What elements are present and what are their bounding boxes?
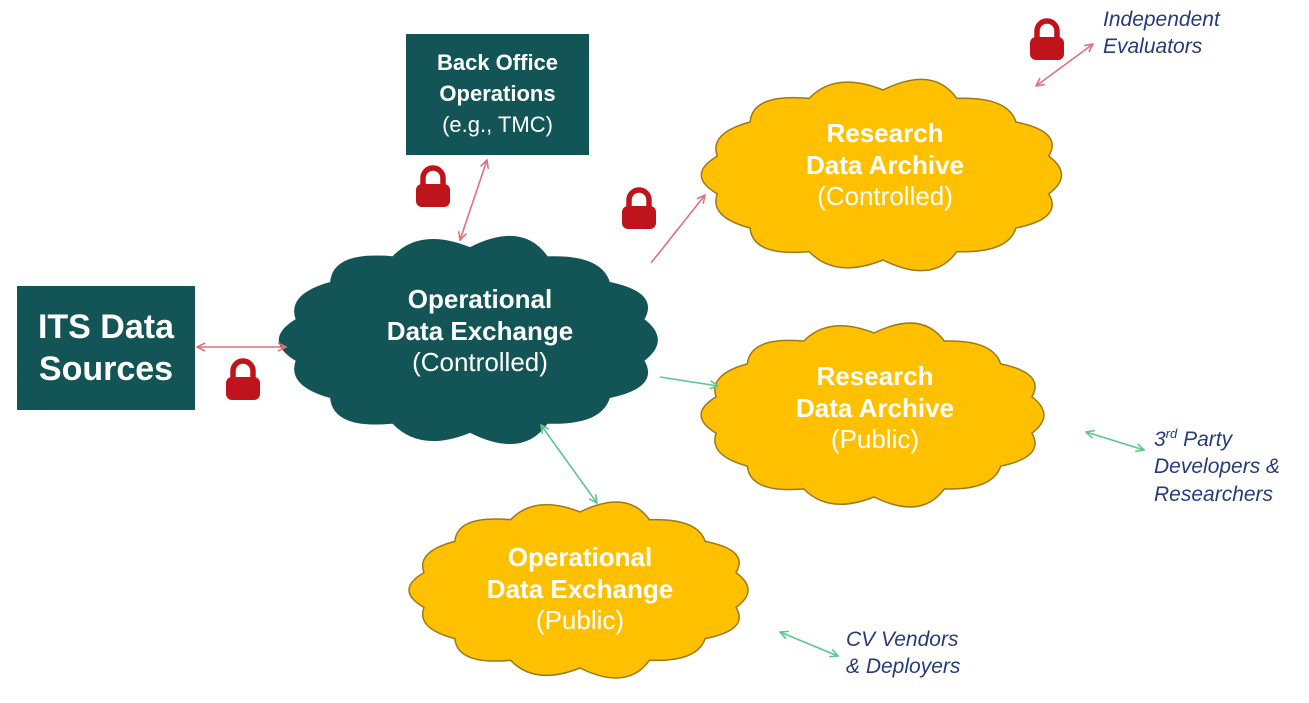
back-office-line1: Back Office <box>436 50 559 76</box>
ode-controlled-cloud <box>278 235 658 445</box>
its-sources-line1: ITS Data <box>37 307 175 346</box>
third-party-ordinal: 3 <box>1154 428 1166 451</box>
arrow-rda-controlled-to-evaluators <box>1036 44 1093 86</box>
independent-evaluators-label: Independent Evaluators <box>1103 6 1220 61</box>
cv-vendors-label: CV Vendors & Deployers <box>846 626 960 681</box>
rda-public-line1: Research <box>816 361 934 391</box>
rda-public-line3: (Public) <box>830 424 920 455</box>
third-party-line3: Researchers <box>1154 482 1274 506</box>
arrow-ode-to-rda-controlled <box>650 195 705 264</box>
evaluators-line1: Independent <box>1103 8 1220 31</box>
back-office-line2: Operations <box>439 81 556 107</box>
evaluators-line2: Evaluators <box>1103 35 1203 59</box>
rda-public-cloud <box>700 322 1045 508</box>
its-sources-line2: Sources <box>38 350 174 388</box>
rda-controlled-label: Research Data Archive (Controlled) <box>740 118 1030 213</box>
third-party-line1: 3rd Party <box>1154 426 1280 453</box>
rda-controlled-cloud <box>700 78 1063 272</box>
third-party-word: Party <box>1177 428 1233 451</box>
cv-vendors-line1: CV Vendors <box>846 628 959 651</box>
ode-controlled-line2: Data Exchange <box>386 315 574 346</box>
rda-controlled-line3: (Controlled) <box>817 181 953 212</box>
arrow-ode-public-to-cv-vendors <box>780 632 838 656</box>
third-party-ordinal-suffix: rd <box>1165 426 1178 441</box>
third-party-developers-label: 3rd Party Developers & Researchers <box>1154 426 1280 508</box>
back-office-line3: (e.g., TMC) <box>442 111 553 137</box>
rda-controlled-line2: Data Archive <box>806 149 964 180</box>
rda-controlled-line1: Research <box>826 118 944 148</box>
ode-public-line2: Data Exchange <box>486 573 674 604</box>
lock-icon <box>1030 21 1064 60</box>
cv-vendors-line2: & Deployers <box>846 655 961 679</box>
lock-icon <box>226 361 260 400</box>
ode-public-cloud <box>408 501 749 679</box>
lock-icon <box>416 168 450 207</box>
ode-controlled-line1: Operational <box>407 284 553 314</box>
arrow-rda-public-to-third-party <box>1086 432 1144 450</box>
rda-public-label: Research Data Archive (Public) <box>740 361 1010 456</box>
ode-public-label: Operational Data Exchange (Public) <box>440 542 720 637</box>
ode-controlled-line3: (Controlled) <box>412 347 548 378</box>
arrow-ode-to-back-office <box>460 160 487 240</box>
rda-public-line2: Data Archive <box>796 392 954 423</box>
lock-icon <box>622 190 656 229</box>
its-data-sources-box: ITS Data Sources <box>17 286 195 410</box>
ode-public-line1: Operational <box>507 542 653 572</box>
arrow-ode-to-rda-public <box>659 376 718 386</box>
arrow-ode-controlled-to-ode-public <box>541 425 597 503</box>
ode-controlled-label: Operational Data Exchange (Controlled) <box>330 284 630 379</box>
third-party-line2: Developers & <box>1154 455 1281 479</box>
back-office-operations-box: Back Office Operations (e.g., TMC) <box>406 34 589 155</box>
ode-public-line3: (Public) <box>535 605 625 636</box>
